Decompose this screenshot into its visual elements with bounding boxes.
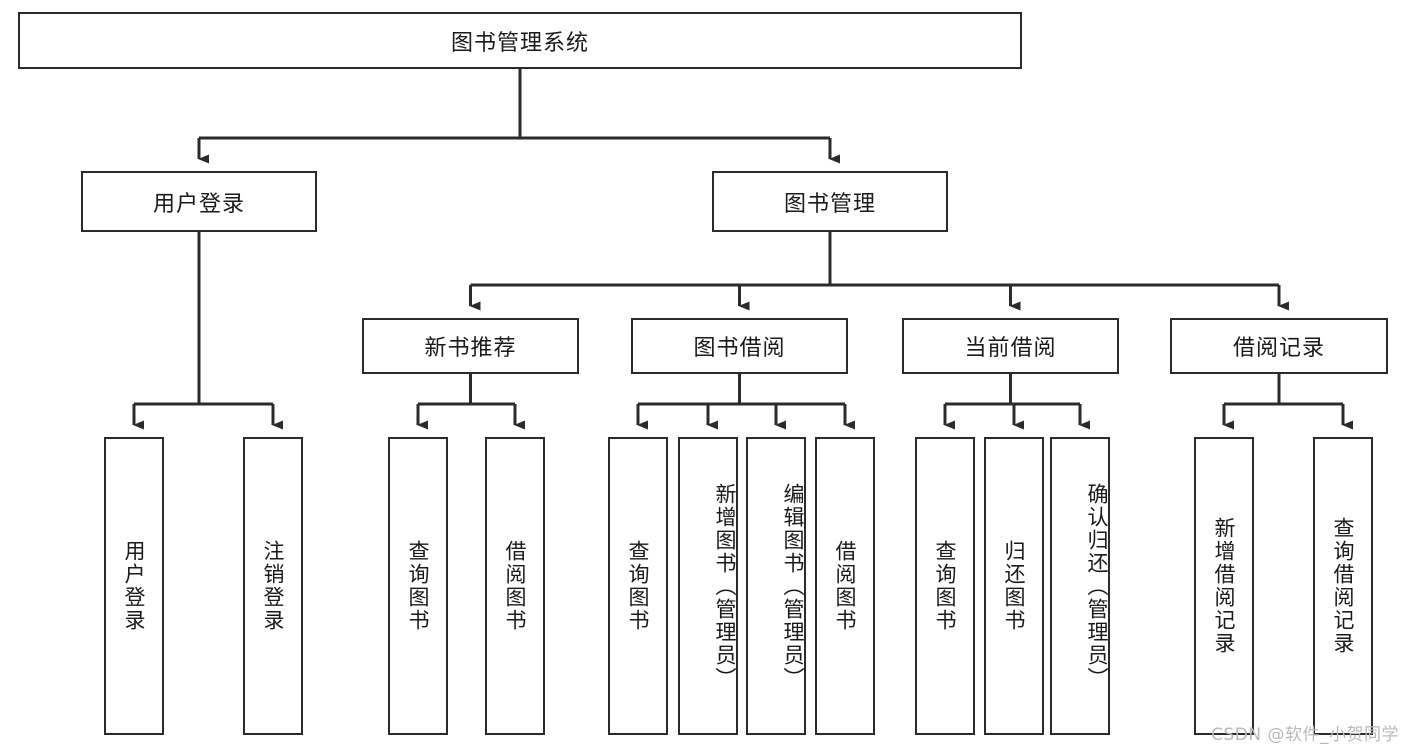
node-leaf-confirm-return[interactable]: 确认归还（管理员） (1050, 437, 1110, 735)
node-current-borrow[interactable]: 当前借阅 (902, 318, 1119, 374)
node-label: 借阅图书 (833, 540, 858, 632)
edge-bus (134, 232, 273, 406)
node-label: 编辑图书（管理员） (781, 482, 805, 690)
node-label: 借阅记录 (1232, 336, 1325, 361)
node-leaf-add-book[interactable]: 新增图书（管理员） (678, 437, 738, 735)
node-borrow-record[interactable]: 借阅记录 (1170, 318, 1388, 374)
node-label: 新书推荐 (424, 336, 517, 361)
node-label: 用户登录 (122, 540, 147, 632)
node-book-borrow[interactable]: 图书借阅 (631, 318, 848, 374)
node-label: 用户登录 (152, 191, 245, 217)
node-label: 查询图书 (626, 540, 651, 632)
edge-bus (418, 374, 515, 406)
node-leaf-query-book-borrow[interactable]: 查询图书 (608, 437, 668, 735)
node-label: 注销登录 (261, 540, 286, 632)
node-leaf-user-login[interactable]: 用户登录 (104, 437, 164, 735)
edge-bus (1224, 374, 1343, 406)
node-label: 归还图书 (1002, 540, 1027, 632)
node-label: 确认归还（管理员） (1085, 482, 1109, 690)
node-label: 查询借阅记录 (1331, 517, 1356, 655)
node-leaf-query-book-cur[interactable]: 查询图书 (915, 437, 975, 735)
node-leaf-edit-book[interactable]: 编辑图书（管理员） (746, 437, 806, 735)
node-label: 借阅图书 (503, 540, 528, 632)
node-label: 新增图书（管理员） (713, 482, 737, 690)
node-label: 新增借阅记录 (1212, 517, 1237, 655)
node-leaf-query-record[interactable]: 查询借阅记录 (1313, 437, 1373, 735)
node-leaf-return-book[interactable]: 归还图书 (984, 437, 1044, 735)
node-label: 图书管理系统 (450, 30, 589, 56)
node-leaf-add-record[interactable]: 新增借阅记录 (1194, 437, 1254, 735)
node-new-book-rec[interactable]: 新书推荐 (362, 318, 579, 374)
node-label: 当前借阅 (964, 336, 1057, 361)
edge-bus (199, 69, 830, 140)
node-label: 查询图书 (406, 540, 431, 632)
edge-bus (470, 232, 1279, 287)
node-label: 图书借阅 (693, 336, 786, 361)
node-root[interactable]: 图书管理系统 (18, 12, 1022, 69)
node-user-login[interactable]: 用户登录 (81, 171, 317, 232)
watermark-text: CSDN @软件_小贺同学 (1211, 725, 1399, 745)
edge-bus (638, 374, 845, 406)
node-leaf-logout[interactable]: 注销登录 (243, 437, 303, 735)
node-label: 查询图书 (933, 540, 958, 632)
node-leaf-borrow-book-rec[interactable]: 借阅图书 (485, 437, 545, 735)
node-label: 图书管理 (783, 191, 876, 217)
node-book-manage[interactable]: 图书管理 (712, 171, 948, 232)
node-leaf-borrow-book[interactable]: 借阅图书 (815, 437, 875, 735)
edge-bus (945, 374, 1080, 406)
node-leaf-query-book-rec[interactable]: 查询图书 (388, 437, 448, 735)
